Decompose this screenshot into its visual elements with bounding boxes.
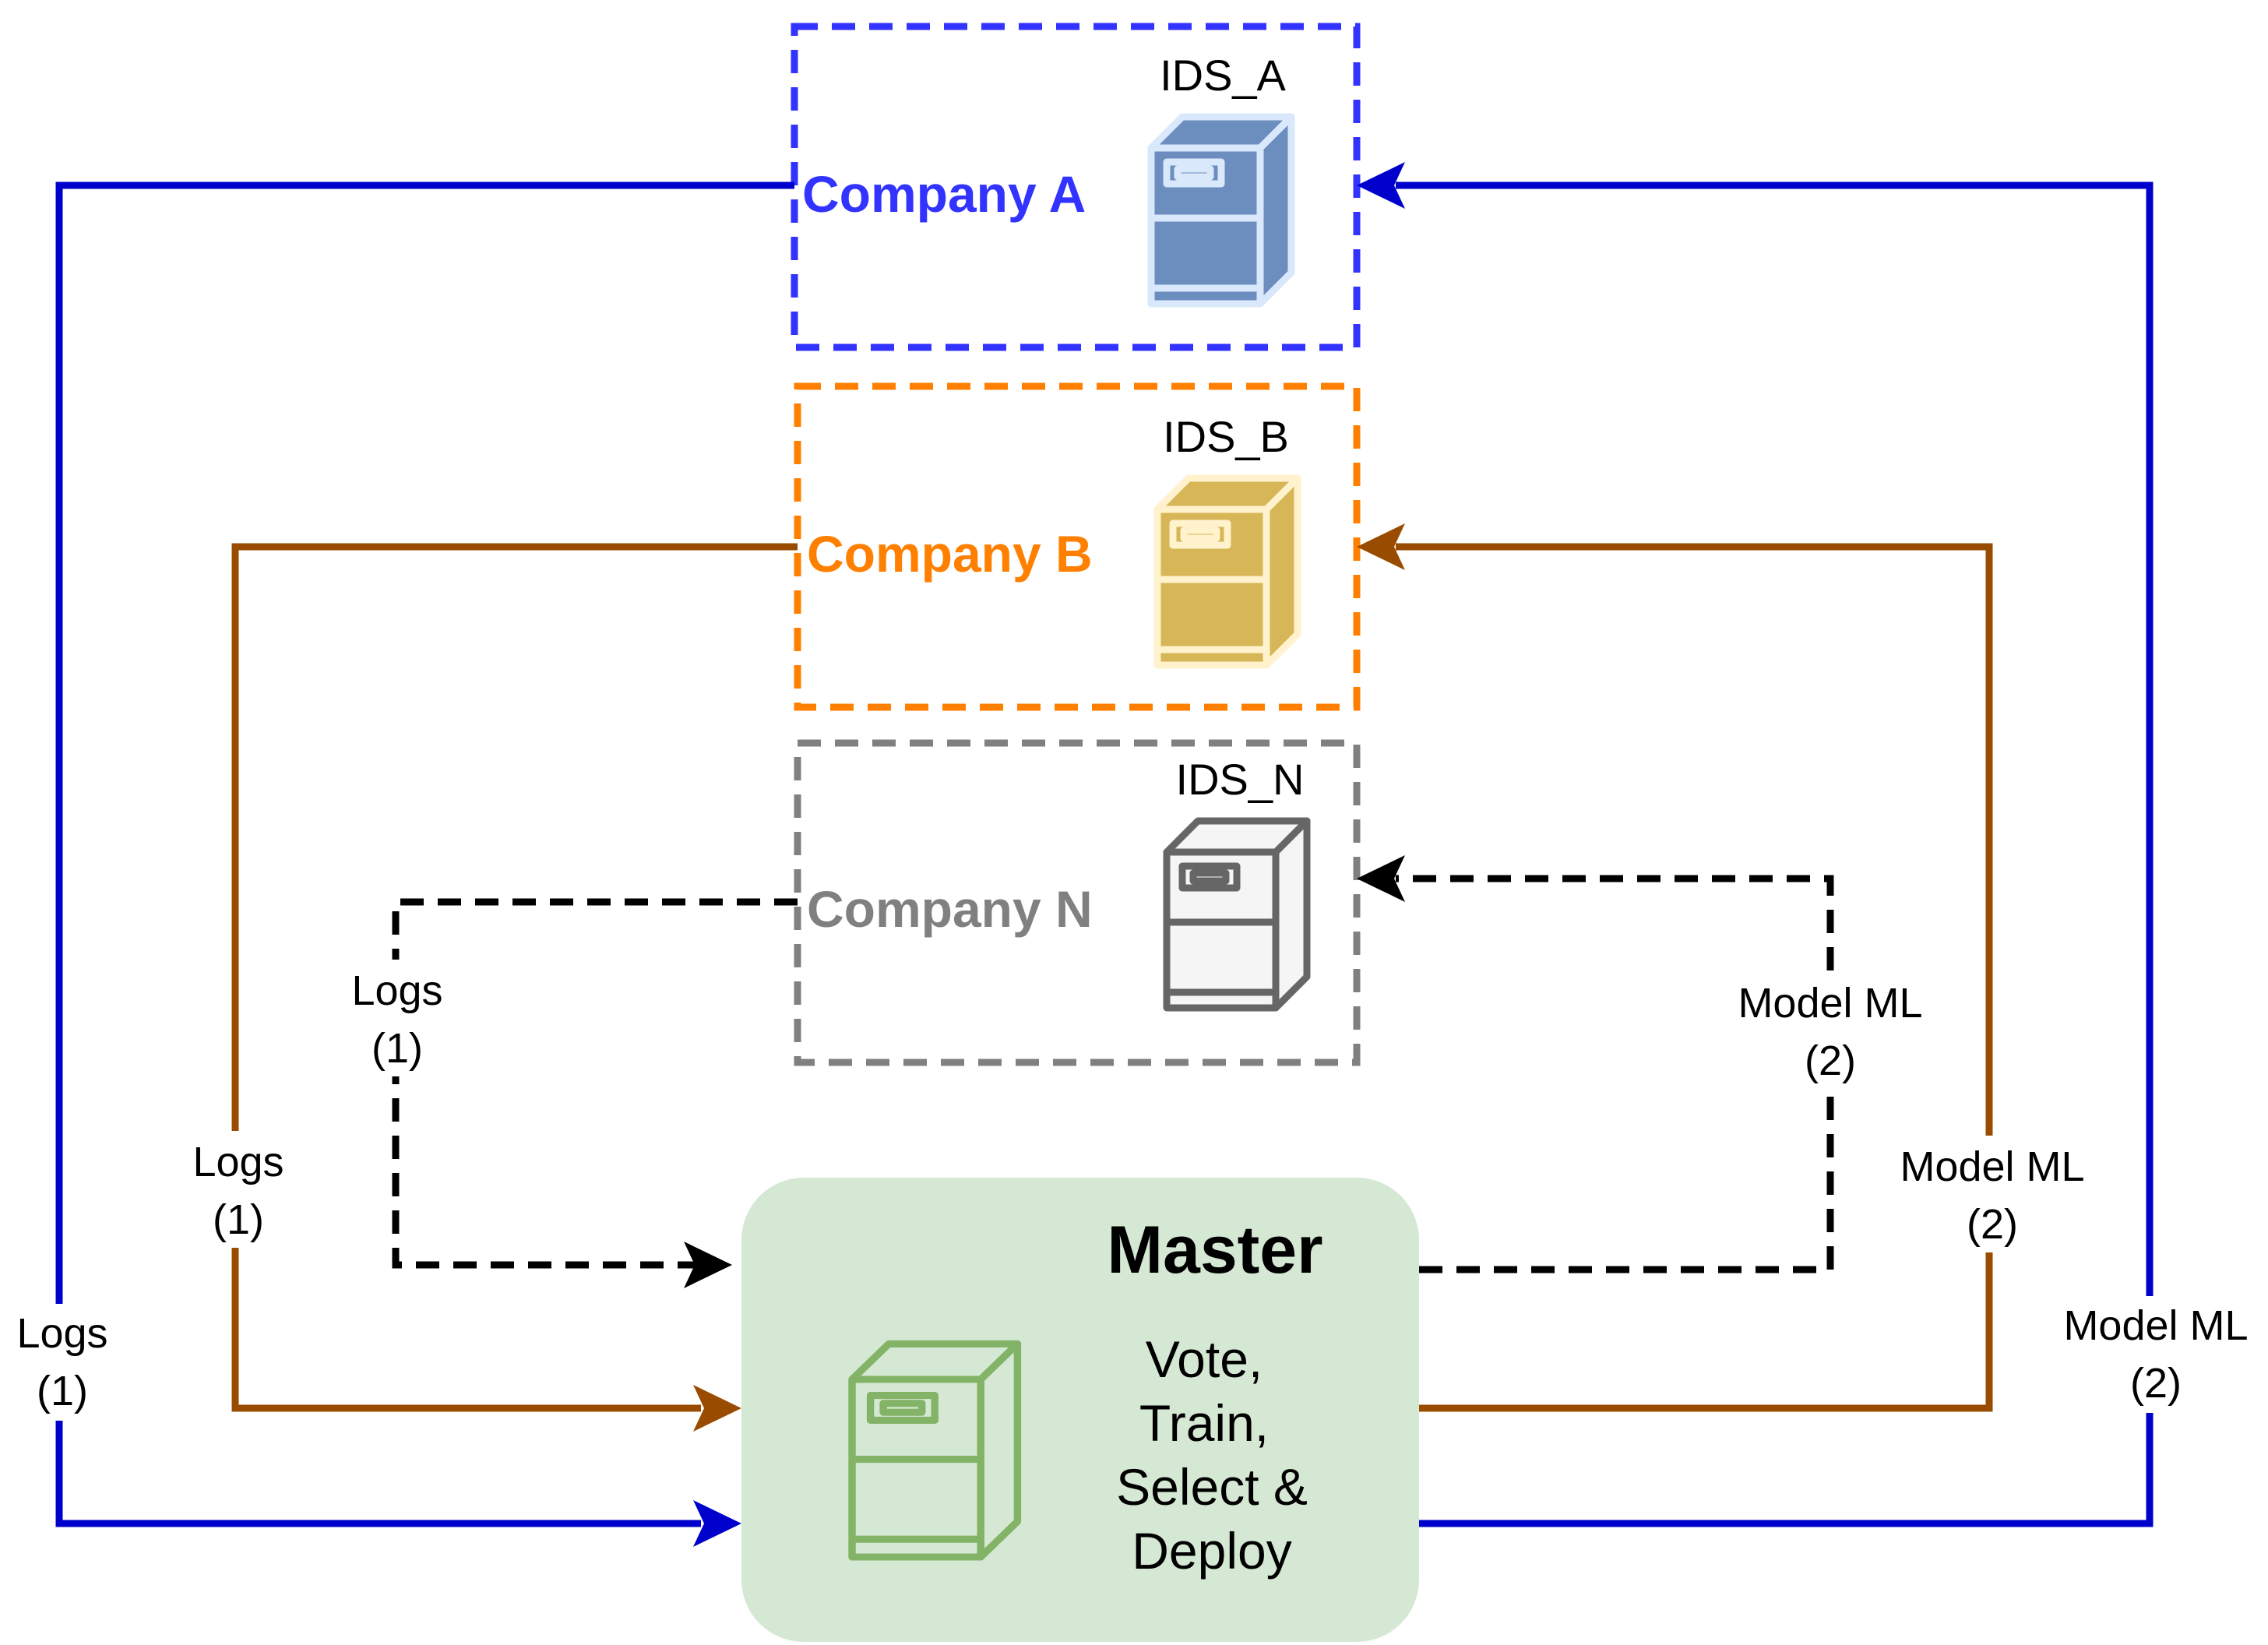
ids-b-label: IDS_B [1163,412,1289,461]
model-edge-company-a [1396,181,2154,1527]
logs-step-label-company-n: (1) [372,1025,423,1072]
model-step-label-company-a: (2) [2130,1360,2182,1407]
master-text-line: Vote, [1146,1330,1263,1388]
logs-edge-company-n [392,898,798,1269]
ids-a-label: IDS_A [1160,51,1286,100]
logs-arrowhead-company-n [684,1242,732,1288]
model-arrowhead-company-b [1357,523,1405,570]
logs-arrowhead-company-a [693,1500,741,1547]
logs-label-company-b: Logs [192,1139,284,1185]
server-icon [852,1344,1017,1557]
master-text-line: Select & [1116,1458,1308,1516]
server-icon [1167,821,1307,1008]
model-label-company-b: Model ML [1900,1143,2084,1190]
model-edge-company-b [1396,543,1993,1412]
logs-arrowhead-company-b [693,1385,741,1432]
server-icon [1151,117,1291,304]
company-n-title: Company N [807,880,1093,938]
model-step-label-company-b: (2) [1967,1201,2018,1248]
server-icon [1157,478,1298,665]
company-n-box [794,739,1361,1066]
model-arrowhead-company-a [1357,162,1405,209]
logs-step-label-company-a: (1) [37,1368,88,1414]
logs-label-company-n: Logs [351,967,442,1014]
master-text-line: Train, [1139,1394,1269,1452]
logs-step-label-company-b: (1) [213,1196,264,1243]
logs-edge-company-b [231,543,798,1412]
logs-label-company-a: Logs [16,1310,107,1357]
master-title: Master [1107,1213,1322,1287]
company-a-title: Company A [802,165,1086,223]
company-a-box [791,23,1361,351]
model-arrowhead-company-n [1357,855,1405,902]
master-text-line: Deploy [1132,1522,1291,1580]
logs-edge-company-a [55,181,794,1527]
model-label-company-n: Model ML [1738,980,1922,1027]
model-step-label-company-n: (2) [1805,1037,1856,1084]
model-label-company-a: Model ML [2063,1302,2248,1349]
ids-n-label: IDS_N [1176,755,1305,804]
company-b-title: Company B [807,525,1093,583]
